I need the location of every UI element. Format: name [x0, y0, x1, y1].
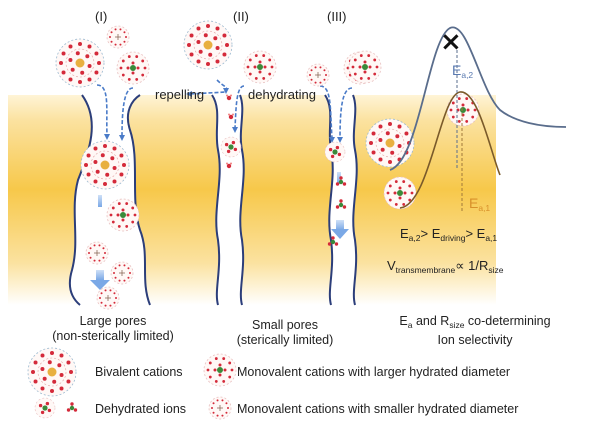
caption-small-pores: Small pores (sterically limited): [236, 318, 334, 347]
legend-dehydrated-label: Dehydrated ions: [95, 402, 187, 416]
panel-label-i: (I): [95, 9, 108, 24]
monovalent-small-cation: [110, 261, 134, 285]
monovalent-small-cation: [96, 286, 120, 310]
dehydrated-ion-icon: [34, 397, 56, 419]
monovalent-large-cation: [383, 176, 417, 210]
monovalent-small-cation: [85, 241, 109, 265]
pore-small-ii-wall-left: [211, 94, 221, 306]
pore-large-wall-left: [68, 94, 93, 306]
monovalent-large-icon: [203, 353, 237, 387]
legend-monovalent-small-label: Monovalent cations with smaller hydrated…: [237, 402, 519, 416]
legend-monovalent-large-label: Monovalent cations with larger hydrated …: [237, 365, 511, 379]
bivalent-cation: [183, 20, 233, 70]
legend-bivalent-label: Bivalent cations: [95, 365, 183, 379]
panel-label-iii: (III): [327, 9, 347, 24]
bivalent-cation-icon: [27, 347, 77, 397]
pore-small-iii-wall-right: [352, 94, 358, 306]
barrier-high-label: Ea,2: [452, 62, 474, 80]
bivalent-cation: [80, 140, 130, 190]
monovalent-small-icon: [208, 396, 232, 420]
pore-small-iii-wall-left: [324, 94, 334, 306]
monovalent-large-cation: [348, 50, 382, 84]
monovalent-small-cation: [306, 63, 330, 87]
monovalent-large-cation: [446, 93, 480, 127]
dehydrated-ion: [324, 141, 346, 163]
water-molecule: [226, 162, 232, 169]
barrier-low-label: Ea,1: [469, 195, 491, 213]
caption-large-pores: Large pores (non-sterically limited): [52, 314, 174, 343]
monovalent-large-cation: [243, 50, 277, 84]
velocity-proportionality: Vtransmembrane∝ 1/Rsize: [387, 258, 504, 275]
dehydrated-ion: [335, 176, 347, 186]
blocked-mark: ×: [440, 27, 462, 57]
monovalent-large-cation: [116, 51, 150, 85]
flow-arrowheads: [104, 88, 343, 143]
dehydrating-label: dehydrating: [248, 87, 316, 102]
monovalent-small-cation: [106, 25, 130, 49]
energy-curve-low: [399, 91, 501, 209]
water-molecule: [226, 94, 232, 101]
pore-large-wall-right: [126, 94, 151, 306]
dehydrated-ion: [220, 136, 242, 158]
dehydrated-ion: [327, 236, 339, 246]
bivalent-cation: [55, 38, 105, 88]
water-molecule: [228, 113, 234, 120]
pore-small-ii-wall-right: [239, 94, 245, 306]
dehydrated-ion-icon: [66, 402, 78, 412]
dehydrated-ion: [335, 199, 347, 209]
caption-selectivity: Ea and Rsize co-determining Ion selectiv…: [399, 314, 551, 347]
flow-arrows: [96, 79, 353, 139]
panel-label-ii: (II): [233, 9, 249, 24]
monovalent-large-cation: [106, 198, 140, 232]
repelling-label: repelling: [155, 87, 205, 102]
energy-inequality: Ea,2> Edriving> Ea,1: [400, 226, 498, 243]
energy-curve-high: [389, 26, 567, 171]
ion-layer: [27, 20, 480, 420]
bivalent-cation: [365, 118, 415, 168]
transport-arrows: [90, 172, 349, 290]
